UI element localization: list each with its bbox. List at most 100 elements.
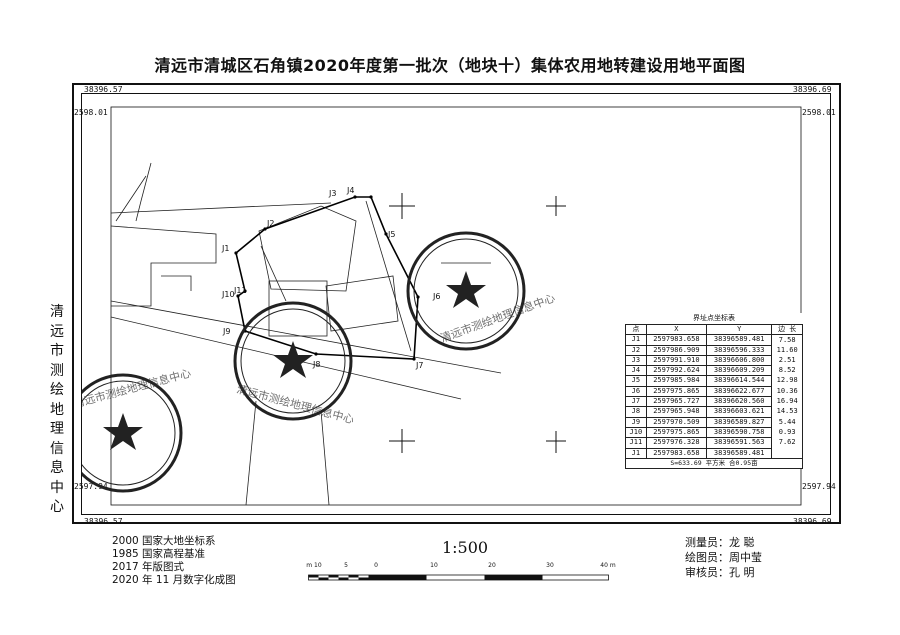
surveyor: 测量员：龙 聪 xyxy=(685,536,755,549)
map-metadata: 2000 国家大地坐标系 1985 国家高程基准 2017 年版图式 2020 … xyxy=(112,535,236,587)
table-cell-y: 38396614.544 xyxy=(706,375,773,387)
table-cell-point: J3 xyxy=(625,354,647,367)
side-org-char: 地 xyxy=(50,401,64,418)
side-org-char: 远 xyxy=(50,323,64,340)
side-org-char: 信 xyxy=(50,440,64,457)
table-cell-y: 38396590.758 xyxy=(706,426,773,439)
table-cell-point: J4 xyxy=(625,365,647,377)
area-summary: S=633.69 平方米 合0.95亩 xyxy=(625,457,803,470)
table-cell-distance: 8.52 xyxy=(771,365,803,376)
map-outer-frame xyxy=(72,83,841,524)
point-label-j5: J5 xyxy=(387,230,395,239)
table-cell-x: 2597992.624 xyxy=(645,365,708,377)
table-cell-distance: 11.60 xyxy=(771,345,803,356)
scalebar-label: 20 xyxy=(488,562,496,569)
table-cell-y: 38396589.827 xyxy=(706,416,773,428)
table-cell-y: 38396591.563 xyxy=(706,437,773,449)
stamp-text-1: 清远市测绘地理信息中心 xyxy=(438,291,556,346)
table-cell-point: J2 xyxy=(625,344,647,356)
table-cell-x: 2597983.658 xyxy=(645,447,708,459)
table-cell-distance: 0.93 xyxy=(771,427,803,438)
point-label-j7: J7 xyxy=(415,361,423,370)
scalebar-label: 10 xyxy=(430,562,438,569)
table-cell-distance: 7.58 xyxy=(771,334,803,346)
table-header-point: 点 xyxy=(625,323,647,336)
corner-label-left-top: 2598.01 xyxy=(74,108,108,117)
side-org-name: 清远市测绘地理信息中心 xyxy=(46,303,68,518)
table-cell-x: 2597991.910 xyxy=(645,354,708,367)
corner-label-bottom-left: 38396.57 xyxy=(84,517,123,526)
scalebar-label: m 10 xyxy=(306,562,322,569)
scalebar-label: 30 xyxy=(546,562,554,569)
point-label-j10: J10 xyxy=(221,290,235,299)
table-cell-y: 38396606.800 xyxy=(706,354,773,367)
scalebar-label: 5 xyxy=(344,562,348,569)
table-cell-x: 2597965.727 xyxy=(645,396,708,408)
table-cell-distance: 12.98 xyxy=(771,375,803,387)
table-cell-distance: 5.44 xyxy=(771,417,803,428)
point-label-j6: J6 xyxy=(432,292,440,301)
table-cell-point: J7 xyxy=(625,396,647,408)
symbol-standard: 2017 年版图式 xyxy=(112,561,185,573)
scalebar-graphic xyxy=(308,574,609,581)
table-cell-y: 38396596.333 xyxy=(706,344,773,356)
side-org-char: 心 xyxy=(50,499,64,515)
table-header-distance: 边 长 xyxy=(771,323,803,336)
corner-label-right-top: 2598.01 xyxy=(802,108,836,117)
table-cell-distance xyxy=(771,448,803,459)
table-cell-x: 2597965.948 xyxy=(645,406,708,418)
side-org-char: 绘 xyxy=(50,382,64,398)
table-cell-x: 2597970.509 xyxy=(645,416,708,428)
table-cell-y: 38396620.560 xyxy=(706,396,773,408)
table-cell-x: 2597986.909 xyxy=(645,344,708,356)
table-cell-point: J9 xyxy=(625,416,647,428)
table-cell-y: 38396589.481 xyxy=(706,447,773,459)
table-cell-point: J10 xyxy=(625,426,647,439)
map-drawing: J1 J2 J3 J4 J5 J6 J7 J8 J9 J10 J11 清 xyxy=(82,106,802,506)
background-features xyxy=(110,162,502,506)
table-caption: 界址点坐标表 xyxy=(693,313,735,322)
side-org-char: 息 xyxy=(50,460,64,476)
point-label-j11: J11 xyxy=(233,286,247,295)
elevation-datum: 1985 国家高程基准 xyxy=(112,548,206,560)
table-cell-point: J1 xyxy=(625,447,647,459)
table-cell-y: 38396603.621 xyxy=(706,406,773,418)
side-org-char: 中 xyxy=(50,479,64,496)
point-label-j3: J3 xyxy=(328,189,336,198)
table-cell-point: J11 xyxy=(625,437,647,449)
table-cell-distance: 10.36 xyxy=(771,386,803,397)
table-cell-x: 2597983.658 xyxy=(645,334,708,346)
table-cell-point: J6 xyxy=(625,385,647,398)
official-stamps xyxy=(82,231,526,493)
point-label-j9: J9 xyxy=(222,327,230,336)
reviewer: 审核员：孔 明 xyxy=(685,566,755,579)
compile-date: 2020 年 11 月数字化成图 xyxy=(112,574,236,586)
scalebar-label: 40 m xyxy=(600,562,616,569)
table-cell-x: 2597985.984 xyxy=(645,375,708,387)
table-cell-distance: 16.94 xyxy=(771,396,803,407)
coord-system: 2000 国家大地坐标系 xyxy=(112,535,216,547)
table-header-x: X xyxy=(645,323,708,336)
side-org-char: 测 xyxy=(50,362,64,379)
table-cell-point: J1 xyxy=(625,334,647,346)
side-org-char: 理 xyxy=(50,421,64,437)
point-label-j2: J2 xyxy=(266,219,274,228)
table-cell-y: 38396622.677 xyxy=(706,385,773,398)
table-cell-x: 2597975.865 xyxy=(645,385,708,398)
page-title: 清远市清城区石角镇2020年度第一批次（地块十）集体农用地转建设用地平面图 xyxy=(154,56,746,75)
side-org-char: 市 xyxy=(50,343,64,359)
point-label-j4: J4 xyxy=(346,186,354,195)
point-label-j1: J1 xyxy=(221,244,229,253)
grid-crosshairs xyxy=(389,193,566,453)
stamp-star-icon xyxy=(103,271,486,450)
corner-label-left-bottom: 2597.94 xyxy=(74,482,108,491)
